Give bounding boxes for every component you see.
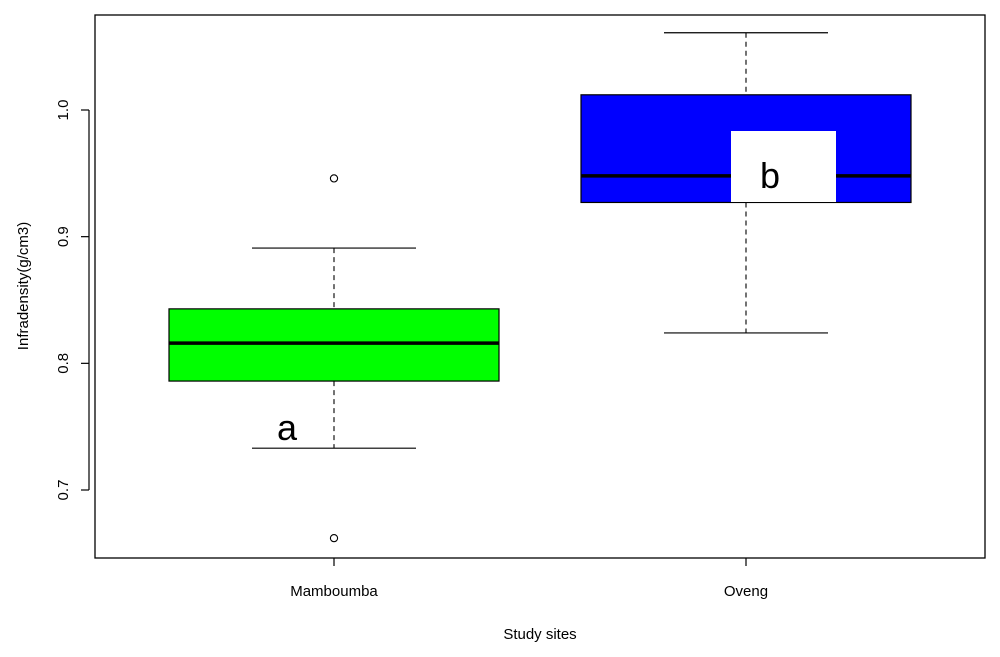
y-tick-label: 1.0 xyxy=(55,100,72,121)
outlier-point xyxy=(329,174,339,183)
x-axis-title: Study sites xyxy=(503,626,576,643)
y-axis: 0.7 0.8 0.9 1.0 xyxy=(55,100,90,501)
y-axis-title: Infradensity(g/cm3) xyxy=(15,222,32,350)
y-tick-label: 0.8 xyxy=(55,353,72,374)
significance-letter-a: a xyxy=(277,407,298,448)
y-tick-label: 0.7 xyxy=(55,480,72,501)
x-axis: Mamboumba Oveng xyxy=(290,558,768,600)
x-tick-label: Oveng xyxy=(724,583,768,600)
letter-b-background xyxy=(731,131,836,202)
iqr-box xyxy=(168,308,500,382)
significance-letter-b: b xyxy=(760,155,780,196)
x-tick-label: Mamboumba xyxy=(290,583,378,600)
y-tick-label: 0.9 xyxy=(55,226,72,247)
plot-frame xyxy=(94,14,986,559)
outlier-point xyxy=(329,533,339,543)
box-group xyxy=(168,174,500,543)
boxes: ab xyxy=(168,32,912,543)
